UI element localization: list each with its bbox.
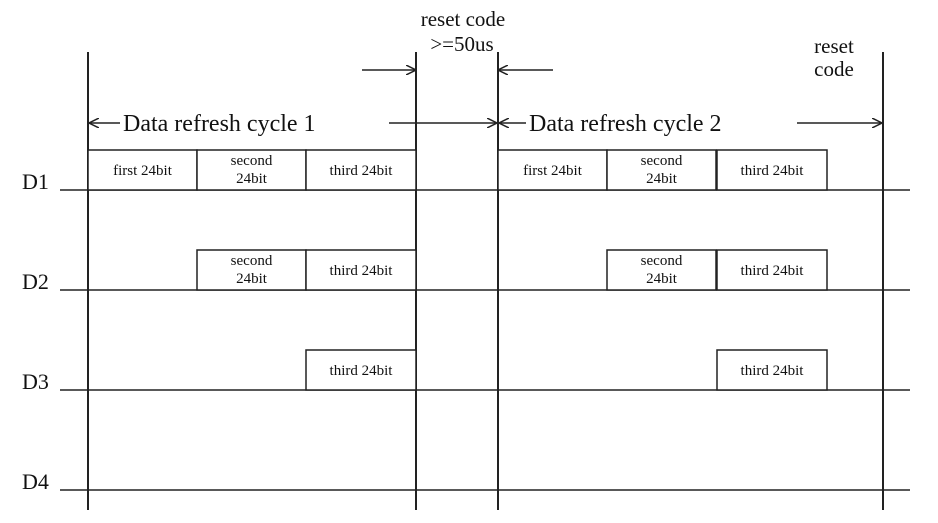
- signal-row-d4: D4: [22, 469, 910, 494]
- data-frame-box: second 24bit: [606, 149, 717, 191]
- data-frame-box: third 24bit: [716, 249, 828, 291]
- reset-code-annotation-right: reset code: [814, 34, 854, 81]
- data-frame-label: second: [231, 153, 273, 169]
- data-frame-label: third 24bit: [741, 363, 805, 379]
- data-frame-rect: [716, 249, 828, 291]
- data-frame-rect: [606, 149, 717, 191]
- data-frame-label: third 24bit: [330, 263, 394, 279]
- data-frame-box: third 24bit: [305, 249, 417, 291]
- data-frame-label: 24bit: [646, 271, 678, 287]
- signal-row-d1: D1 first 24bit second 24bit third 24bit first…: [22, 149, 910, 194]
- data-frame-rect: [87, 149, 198, 191]
- data-frame-box: third 24bit: [305, 149, 417, 191]
- data-frame-rect: [497, 149, 608, 191]
- data-frame-label: third 24bit: [330, 363, 394, 379]
- cycle-boundaries: [87, 52, 884, 510]
- data-frame-box: third 24bit: [305, 349, 417, 391]
- data-frame-rect: [305, 249, 417, 291]
- row-label: D1: [22, 169, 49, 194]
- data-frame-label: second: [641, 253, 683, 269]
- data-frame-box: third 24bit: [716, 349, 828, 391]
- data-frame-label: second: [641, 153, 683, 169]
- data-frame-label: second: [231, 253, 273, 269]
- data-frame-rect: [305, 349, 417, 391]
- signal-rows: D1 first 24bit second 24bit third 24bit first…: [22, 149, 910, 494]
- reset-code-annotation-middle: reset code >=50us: [362, 7, 553, 70]
- data-frame-label: 24bit: [236, 271, 268, 287]
- data-frame-label: third 24bit: [741, 163, 805, 179]
- data-frame-label: third 24bit: [330, 163, 394, 179]
- data-frame-label: third 24bit: [741, 263, 805, 279]
- row-label: D2: [22, 269, 49, 294]
- data-frame-rect: [196, 249, 307, 291]
- reset-label-right-line2: code: [814, 57, 854, 81]
- data-frame-box: second 24bit: [606, 249, 717, 291]
- data-frame-box: third 24bit: [716, 149, 828, 191]
- row-label: D4: [22, 469, 49, 494]
- signal-row-d2: D2 second 24bit third 24bit second 24bit third…: [22, 249, 910, 294]
- data-frame-box: second 24bit: [196, 249, 307, 291]
- data-frame-label: first 24bit: [523, 163, 583, 179]
- data-frame-rect: [305, 149, 417, 191]
- cycle-spans: Data refresh cycle 1 Data refresh cycle …: [90, 111, 881, 137]
- data-frame-box: second 24bit: [196, 149, 307, 191]
- cycle1-label: Data refresh cycle 1: [123, 111, 316, 137]
- data-frame-rect: [716, 349, 828, 391]
- data-frame-box: first 24bit: [87, 149, 198, 191]
- reset-duration-label: >=50us: [430, 32, 493, 56]
- cycle2-label: Data refresh cycle 2: [529, 111, 722, 137]
- data-frame-rect: [196, 149, 307, 191]
- data-frame-rect: [716, 149, 828, 191]
- data-frame-label: first 24bit: [113, 163, 173, 179]
- data-frame-rect: [606, 249, 717, 291]
- signal-row-d3: D3 third 24bit third 24bit: [22, 349, 910, 394]
- reset-code-label: reset code: [421, 7, 506, 31]
- data-frame-box: first 24bit: [497, 149, 608, 191]
- reset-label-right-line1: reset: [814, 34, 854, 58]
- data-frame-label: 24bit: [236, 171, 268, 187]
- data-frame-label: 24bit: [646, 171, 678, 187]
- row-label: D3: [22, 369, 49, 394]
